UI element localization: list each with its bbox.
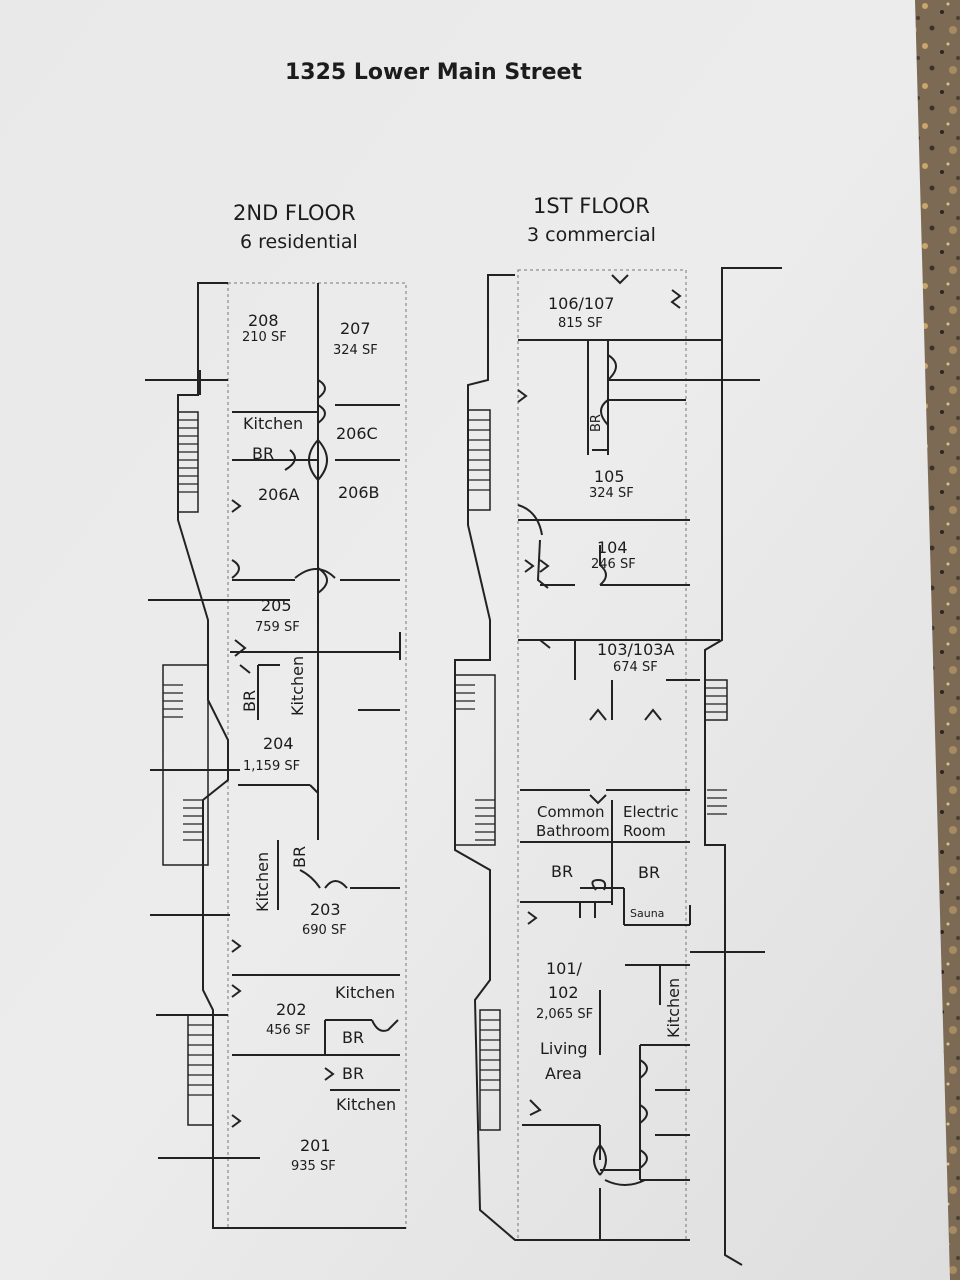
unit-103-103a-area: 674 SF [613,660,658,675]
first-floor-plan [454,267,782,1266]
unit-206b-label: 206B [338,483,380,502]
bedroom-label: BR [551,862,574,881]
common-bathroom-label: Common [537,803,605,821]
unit-101-102-label: 102 [548,983,579,1002]
kitchen-label: Kitchen [243,414,304,433]
unit-204-area: 1,159 SF [243,759,301,774]
bedroom-label: BR [342,1064,365,1083]
bedroom-label: BR [252,444,275,463]
unit-106-107-label: 106/107 [548,294,615,313]
bedroom-label: BR [290,845,309,868]
unit-101-102-area: 2,065 SF [536,1007,594,1022]
bedroom-label: BR [638,863,661,882]
unit-104-area: 246 SF [591,557,636,572]
unit-101-102-label: 101/ [546,959,582,978]
unit-202-label: 202 [276,1000,307,1019]
kitchen-label: Kitchen [664,977,683,1038]
unit-208-area: 210 SF [242,330,287,345]
unit-105-area: 324 SF [589,486,634,501]
bedroom-label: BR [240,689,259,712]
unit-208-label: 208 [248,311,279,330]
page-title: 1325 Lower Main Street [285,60,582,85]
electric-room-label: Electric [623,803,679,821]
unit-104-label: 104 [597,538,628,557]
unit-206c-label: 206C [336,424,378,443]
second-floor-plan [145,282,407,1229]
unit-201-label: 201 [300,1136,331,1155]
unit-105-label: 105 [594,467,625,486]
unit-205-area: 759 SF [255,620,300,635]
living-area-label: Area [545,1064,582,1083]
electric-room-label: Room [623,822,666,840]
unit-207-area: 324 SF [333,343,378,358]
unit-103-103a-label: 103/103A [597,640,675,659]
living-area-label: Living [540,1039,588,1058]
sauna-label: Sauna [630,907,665,920]
unit-204-label: 204 [263,734,294,753]
common-bathroom-label: Bathroom [536,822,610,840]
kitchen-label: Kitchen [336,1095,397,1114]
unit-202-area: 456 SF [266,1023,311,1038]
unit-207-label: 207 [340,319,371,338]
unit-106-107-area: 815 SF [558,316,603,331]
kitchen-label: Kitchen [253,851,272,912]
bedroom-label: BR [589,414,604,432]
second-floor-heading: 2ND FLOOR [233,201,356,225]
bedroom-label: BR [342,1028,365,1047]
unit-201-area: 935 SF [291,1159,336,1174]
second-floor-subheading: 6 residential [240,231,358,253]
first-floor-subheading: 3 commercial [527,224,656,246]
kitchen-label: Kitchen [335,983,396,1002]
kitchen-label: Kitchen [288,655,307,716]
unit-205-label: 205 [261,596,292,615]
unit-203-label: 203 [310,900,341,919]
unit-206a-label: 206A [258,485,300,504]
unit-203-area: 690 SF [302,923,347,938]
first-floor-heading: 1ST FLOOR [533,194,650,218]
